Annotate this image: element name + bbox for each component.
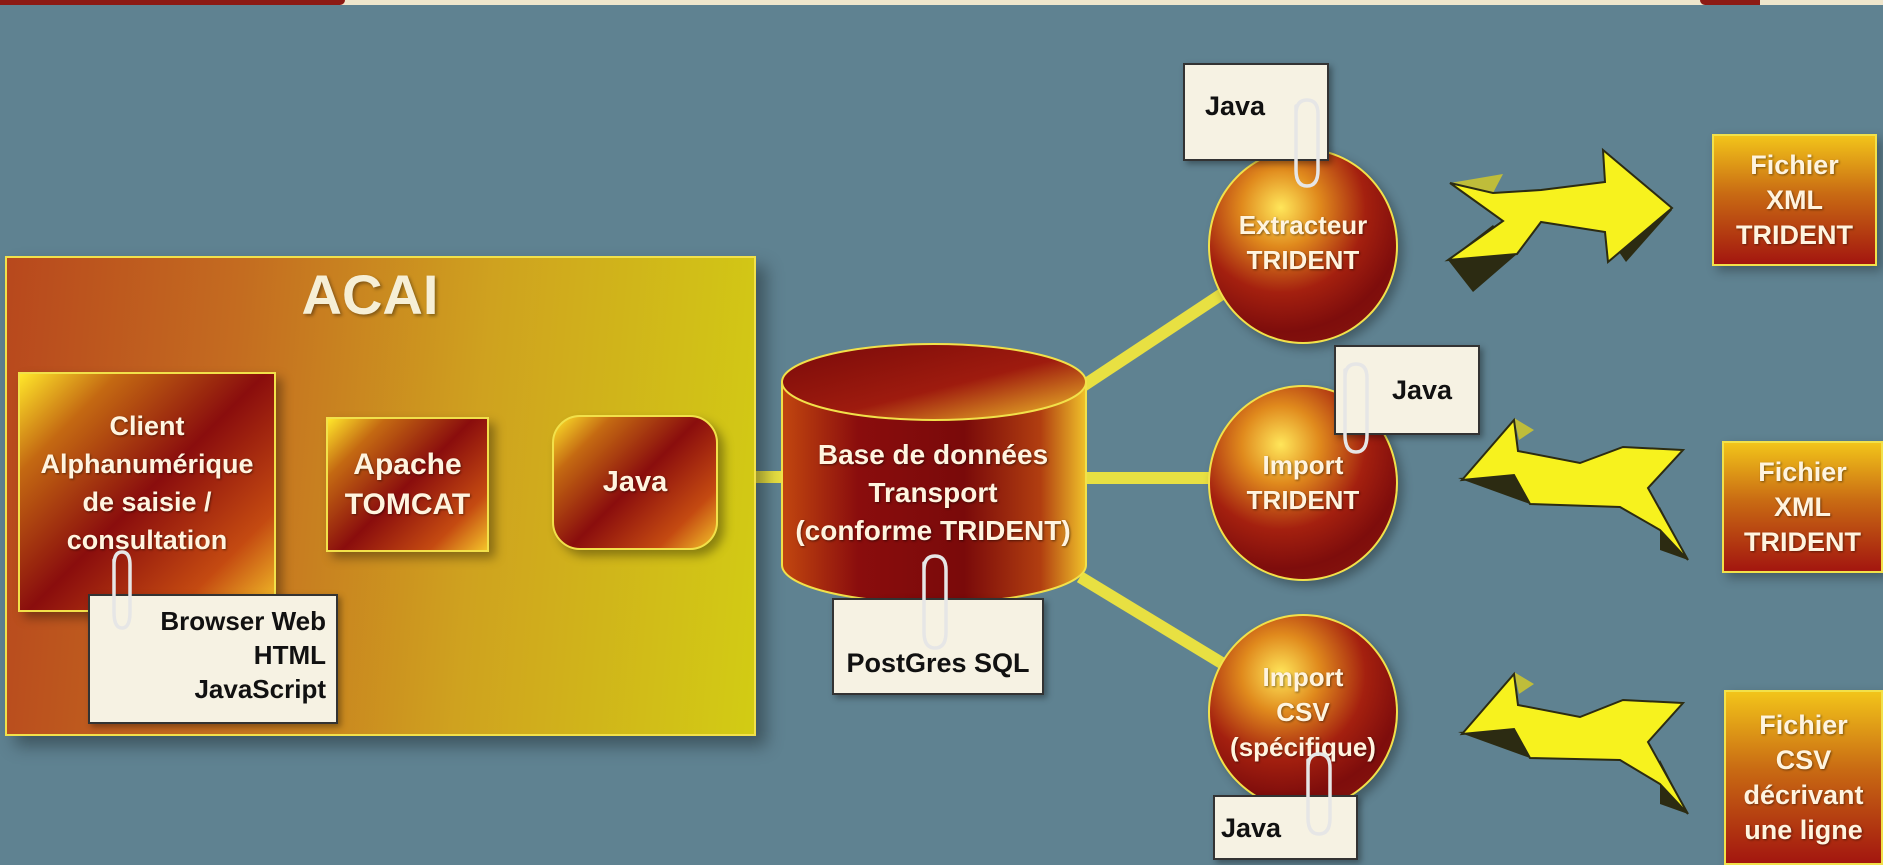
java-note-label: Java [1205, 91, 1266, 121]
extracteur-sphere: Extracteur TRIDENT [1208, 148, 1398, 344]
java-note-label: Java [1221, 813, 1282, 843]
file-xml-trident-2: Fichier XML TRIDENT [1722, 441, 1883, 573]
database-line: (conforme TRIDENT) [795, 515, 1071, 546]
file-line: Fichier [1750, 149, 1839, 180]
database-line: Base de données [817, 439, 1049, 470]
extracteur-line: Extracteur [1238, 210, 1368, 240]
file-xml-trident-1: Fichier XML TRIDENT [1712, 134, 1877, 266]
import-csv-line: Import [1262, 661, 1344, 692]
import-csv-line: (spécifique) [1230, 731, 1376, 762]
import-trident-line: Import [1262, 450, 1344, 480]
tomcat-line: Apache [353, 447, 462, 481]
file-line: TRIDENT [1736, 219, 1853, 250]
file-csv: Fichier CSV décrivant une ligne [1724, 690, 1883, 865]
file-line: CSV [1775, 744, 1832, 775]
client-line: consultation [66, 525, 228, 555]
file-line: Fichier [1759, 709, 1848, 740]
database-label: Base de données Transport (conforme TRID… [780, 436, 1086, 550]
file-line: TRIDENT [1744, 526, 1861, 557]
import-csv-sphere: Import CSV (spécifique) [1208, 614, 1398, 810]
file-line: XML [1766, 184, 1823, 215]
import-trident-line: TRIDENT [1246, 485, 1360, 515]
file-line: une ligne [1744, 814, 1863, 845]
import-csv-line: CSV [1276, 696, 1330, 727]
extracteur-line: TRIDENT [1246, 245, 1360, 275]
file-line: décrivant [1743, 779, 1864, 810]
tomcat-line: TOMCAT [344, 487, 471, 521]
top-border [0, 0, 1883, 5]
tomcat-box: Apache TOMCAT [326, 417, 489, 552]
acai-title: ACAI [301, 263, 439, 326]
client-line: Client [109, 411, 185, 441]
top-border-cap-left [0, 0, 345, 5]
java-note-import-trident: Java [1334, 345, 1480, 435]
java-box: Java [552, 415, 718, 550]
postgres-note-label: PostGres SQL [846, 648, 1030, 678]
file-line: Fichier [1758, 456, 1847, 487]
client-box: Client Alphanumérique de saisie / consul… [18, 372, 276, 612]
double-arrow-left-icon [1458, 417, 1689, 561]
double-arrow-right-icon [1444, 147, 1674, 292]
browser-note-line: Browser Web [160, 606, 326, 636]
double-arrow-left-icon [1458, 671, 1689, 815]
top-border-cap-right [1700, 0, 1760, 5]
postgres-note: PostGres SQL [832, 598, 1044, 695]
client-line: de saisie / [82, 487, 212, 517]
database-cylinder [781, 343, 1087, 604]
client-line: Alphanumérique [40, 449, 254, 479]
browser-note-line: JavaScript [194, 674, 326, 704]
java-note-import-csv: Java [1213, 795, 1358, 860]
browser-note-line: HTML [253, 640, 326, 670]
database-line: Transport [868, 477, 998, 508]
file-line: XML [1774, 491, 1831, 522]
java-note-label: Java [1392, 375, 1453, 405]
java-box-label: Java [602, 466, 668, 498]
java-note-extracteur: Java [1183, 63, 1329, 161]
browser-note: Browser Web HTML JavaScript [88, 594, 338, 724]
